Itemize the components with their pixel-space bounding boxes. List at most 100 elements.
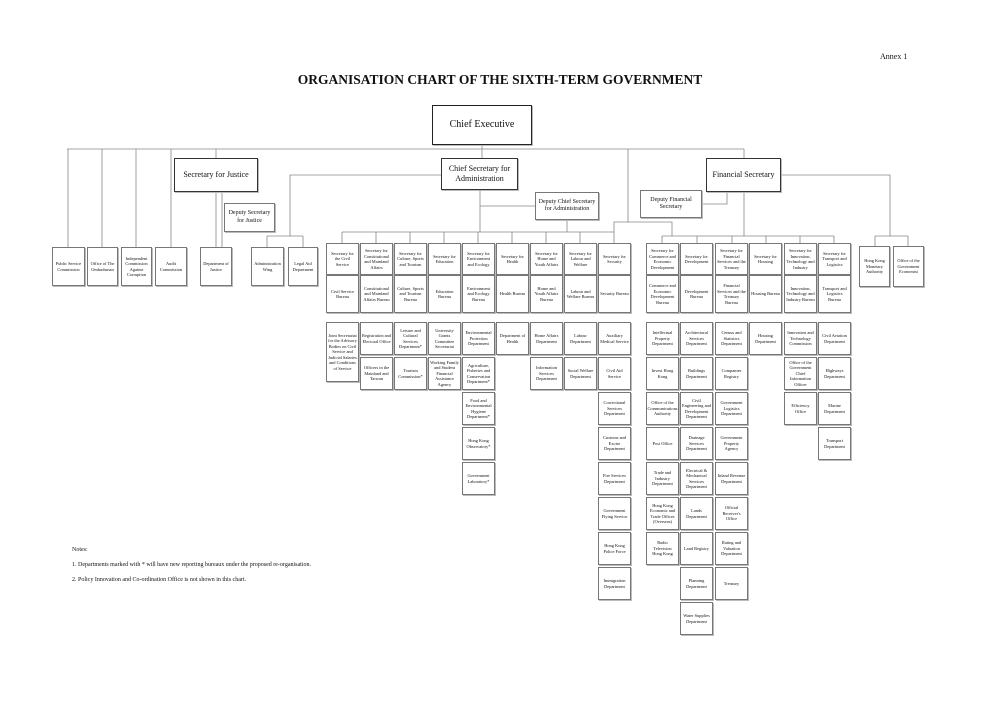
department-box: Labour Department bbox=[564, 322, 597, 355]
department-box: Agriculture, Fisheries and Conservation … bbox=[462, 357, 495, 390]
department-box: Civil Aviation Department bbox=[818, 322, 851, 355]
legal-aid-department-box: Legal Aid Department bbox=[288, 247, 318, 286]
department-box: Government Logistics Department bbox=[715, 392, 748, 425]
administration-wing-box: Administration Wing bbox=[251, 247, 284, 286]
secretary-box: Secretary for Development bbox=[680, 243, 713, 275]
department-box: Department of Health bbox=[496, 322, 529, 355]
bureau-box: Innovation, Technology and Industry Bure… bbox=[784, 275, 817, 313]
chief-executive-box: Chief Executive bbox=[432, 105, 532, 145]
department-box: Government Property Agency bbox=[715, 427, 748, 460]
secretary-for-justice-box: Secretary for Justice bbox=[174, 158, 258, 192]
secretary-box: Secretary for Education bbox=[428, 243, 461, 275]
department-box: Civil Engineering and Development Depart… bbox=[680, 392, 713, 425]
department-box: Water Supplies Department bbox=[680, 602, 713, 635]
department-box: Lands Department bbox=[680, 497, 713, 530]
department-box: Leisure and Cultural Services Department… bbox=[394, 322, 427, 355]
secretary-box: Secretary for Home and Youth Affairs bbox=[530, 243, 563, 275]
secretary-box: Secretary for Environment and Ecology bbox=[462, 243, 495, 275]
department-box: Electrical & Mechanical Services Departm… bbox=[680, 462, 713, 495]
department-box: Registration and Electoral Office bbox=[360, 322, 393, 355]
bureau-box: Environment and Ecology Bureau bbox=[462, 275, 495, 313]
department-box: Companies Registry bbox=[715, 357, 748, 390]
department-box: Invest Hong Kong bbox=[646, 357, 679, 390]
department-box: Buildings Department bbox=[680, 357, 713, 390]
department-box: Home Affairs Department bbox=[530, 322, 563, 355]
deputy-secretary-for-justice-box: Deputy Secretary for Justice bbox=[224, 203, 275, 232]
independent-office-box: Public Service Commission bbox=[52, 247, 85, 286]
department-box: Architectural Services Department bbox=[680, 322, 713, 355]
bureau-box: Health Bureau bbox=[496, 275, 529, 313]
department-box: Hong Kong Observatory* bbox=[462, 427, 495, 460]
notes: Notes: 1. Departments marked with * will… bbox=[72, 546, 311, 591]
department-box: Official Receiver's Office bbox=[715, 497, 748, 530]
bureau-box: Financial Services and the Treasury Bure… bbox=[715, 275, 748, 313]
deputy-chief-secretary-box: Deputy Chief Secretary for Administratio… bbox=[535, 192, 599, 220]
department-box: Customs and Excise Department bbox=[598, 427, 631, 460]
bureau-box: Security Bureau bbox=[598, 275, 631, 313]
department-box: Land Registry bbox=[680, 532, 713, 565]
annex-label: Annex 1 bbox=[880, 52, 908, 61]
department-box: Environmental Protection Department bbox=[462, 322, 495, 355]
department-box: Government Flying Service bbox=[598, 497, 631, 530]
department-box: Tourism Commission* bbox=[394, 357, 427, 390]
department-box: Working Family and Student Financial Ass… bbox=[428, 357, 461, 390]
department-of-justice-box: Department of Justice bbox=[200, 247, 232, 286]
department-box: Drainage Services Department bbox=[680, 427, 713, 460]
chart-title: ORGANISATION CHART OF THE SIXTH-TERM GOV… bbox=[297, 72, 703, 87]
department-box: Planning Department bbox=[680, 567, 713, 600]
financial-secretary-box: Financial Secretary bbox=[706, 158, 781, 192]
bureau-box: Education Bureau bbox=[428, 275, 461, 313]
hkma-box: Hong Kong Monetary Authority bbox=[859, 246, 890, 287]
independent-office-box: Office of The Ombudsman bbox=[87, 247, 118, 286]
secretary-box: Secretary for Financial Services and the… bbox=[715, 243, 748, 275]
department-box: Intellectual Property Department bbox=[646, 322, 679, 355]
department-box: Inland Revenue Department bbox=[715, 462, 748, 495]
department-box: Census and Statistics Department bbox=[715, 322, 748, 355]
department-box: Trade and Industry Department bbox=[646, 462, 679, 495]
bureau-box: Housing Bureau bbox=[749, 275, 782, 313]
department-box: Officers in the Mainland and Taiwan bbox=[360, 357, 393, 390]
department-box: Office of the Government Chief Informati… bbox=[784, 357, 817, 390]
secretary-box: Secretary for Constitutional and Mainlan… bbox=[360, 243, 393, 275]
secretary-box: Secretary for Labour and Welfare bbox=[564, 243, 597, 275]
note-item: 1. Departments marked with * will have n… bbox=[72, 562, 311, 568]
secretary-box: Secretary for Culture, Sports and Touris… bbox=[394, 243, 427, 275]
secretary-box: Secretary for Transport and Logistics bbox=[818, 243, 851, 275]
department-box: Innovation and Technology Commission bbox=[784, 322, 817, 355]
government-economist-box: Office of the Government Economist bbox=[893, 246, 924, 287]
bureau-box: Constitutional and Mainland Affairs Bure… bbox=[360, 275, 393, 313]
department-box: University Grants Committee Secretariat bbox=[428, 322, 461, 355]
bureau-box: Home and Youth Affairs Bureau bbox=[530, 275, 563, 313]
bureau-box: Development Bureau bbox=[680, 275, 713, 313]
department-box: Joint Secretariat for the Advisory Bodie… bbox=[326, 322, 359, 382]
bureau-box: Culture, Sports and Tourism Bureau bbox=[394, 275, 427, 313]
secretary-box: Secretary for Health bbox=[496, 243, 529, 275]
department-box: Government Laboratory* bbox=[462, 462, 495, 495]
department-box: Rating and Valuation Department bbox=[715, 532, 748, 565]
bureau-box: Commerce and Economic Development Bureau bbox=[646, 275, 679, 313]
department-box: Treasury bbox=[715, 567, 748, 600]
secretary-box: Secretary for Commerce and Economic Deve… bbox=[646, 243, 679, 275]
independent-office-box: Audit Commission bbox=[155, 247, 187, 286]
department-box: Highways Department bbox=[818, 357, 851, 390]
department-box: Efficiency Office bbox=[784, 392, 817, 425]
department-box: Hong Kong Police Force bbox=[598, 532, 631, 565]
department-box: Hong Kong Economic and Trade Offices (Ov… bbox=[646, 497, 679, 530]
department-box: Transport Department bbox=[818, 427, 851, 460]
department-box: Civil Aid Service bbox=[598, 357, 631, 390]
notes-heading: Notes: bbox=[72, 547, 88, 553]
chief-secretary-box: Chief Secretary for Administration bbox=[441, 158, 518, 190]
secretary-box: Secretary for the Civil Service bbox=[326, 243, 359, 275]
department-box: Post Office bbox=[646, 427, 679, 460]
department-box: Radio Television Hong Kong bbox=[646, 532, 679, 565]
department-box: Office of the Communications Authority bbox=[646, 392, 679, 425]
bureau-box: Transport and Logistics Bureau bbox=[818, 275, 851, 313]
independent-office-box: Independent Commission Against Corruptio… bbox=[121, 247, 152, 286]
department-box: Food and Environmental Hygiene Departmen… bbox=[462, 392, 495, 425]
department-box: Immigration Department bbox=[598, 567, 631, 600]
deputy-financial-secretary-box: Deputy Financial Secretary bbox=[640, 190, 702, 218]
department-box: Social Welfare Department bbox=[564, 357, 597, 390]
department-box: Fire Services Department bbox=[598, 462, 631, 495]
secretary-box: Secretary for Innovation, Technology and… bbox=[784, 243, 817, 275]
